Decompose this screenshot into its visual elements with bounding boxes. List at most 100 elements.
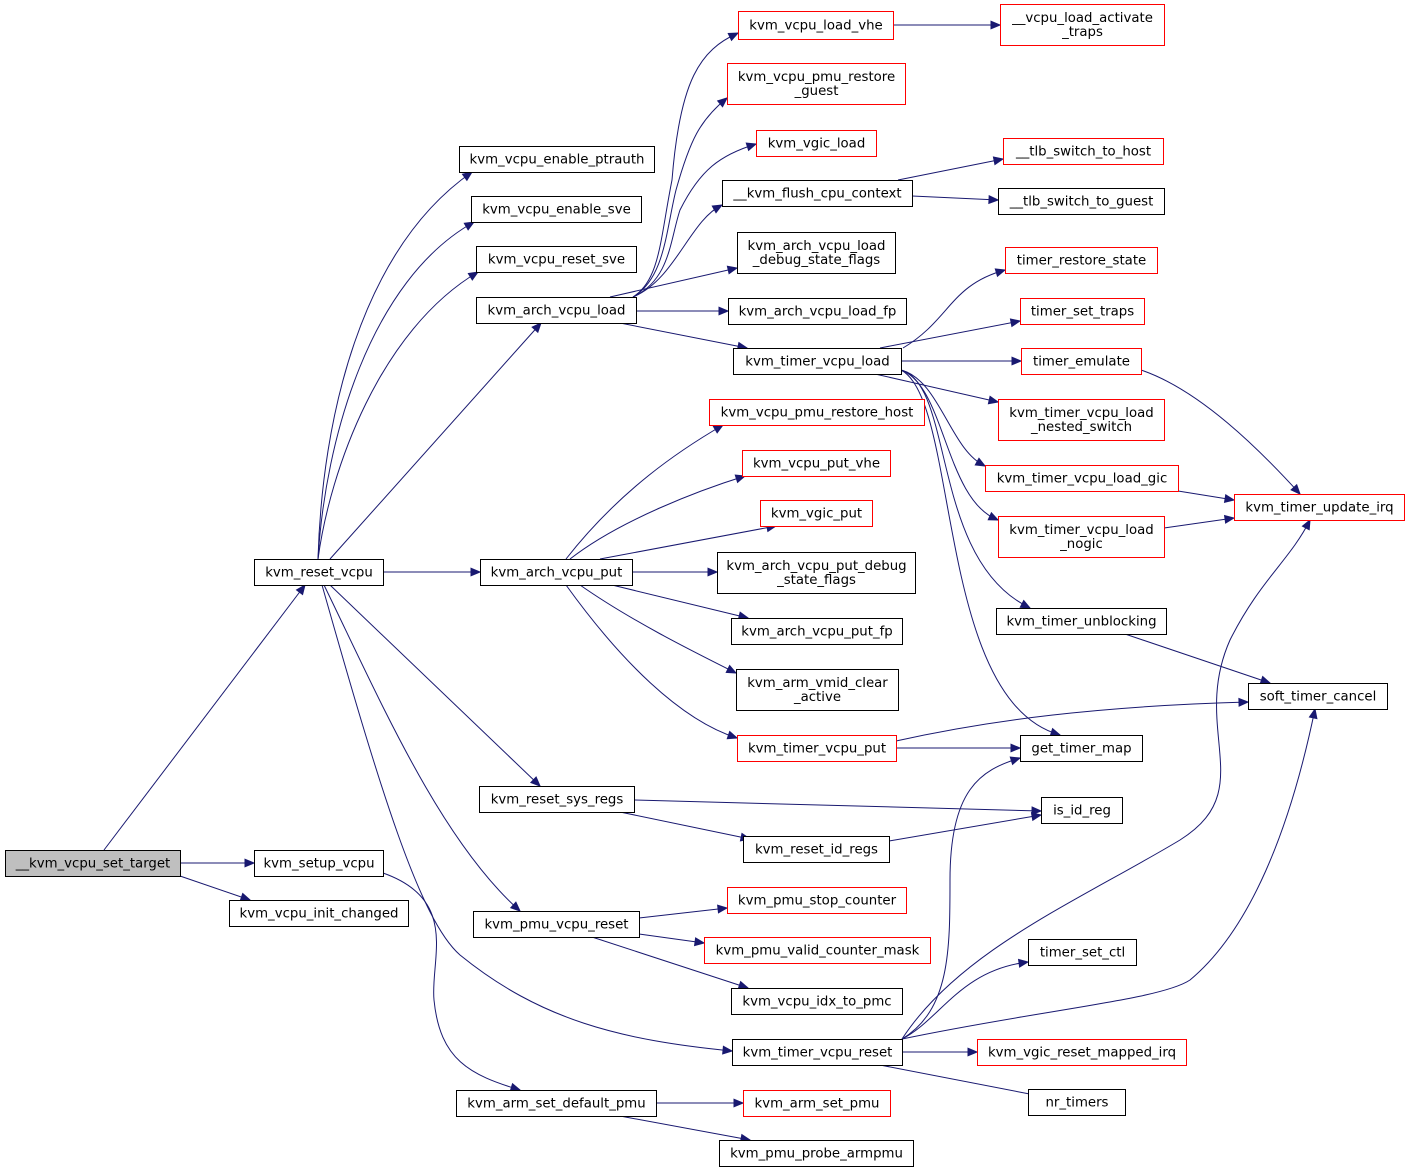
edge-arrowhead [722,1045,734,1055]
node-reset-vcpu[interactable]: kvm_reset_vcpu [254,559,384,586]
node-box [737,232,896,274]
edge-arch_load-to-pmu_restore_guest [632,97,728,298]
node-arm-set-pmu[interactable]: kvm_arm_set_pmu [743,1090,891,1117]
node-label: __tlb_switch_to_guest [1009,195,1154,210]
node-label: timer_set_ctl [1040,946,1125,961]
node-reset-sve[interactable]: kvm_vcpu_reset_sve [476,246,637,273]
node-timer-reset[interactable]: kvm_timer_vcpu_reset [732,1039,903,1066]
node-tlb-host[interactable]: __tlb_switch_to_host [1003,138,1164,165]
node-put-debug[interactable]: kvm_arch_vcpu_put_debug_state_flags [717,552,916,594]
edge-reset_vcpu-to-enable_ptrauth [317,171,473,560]
edge-arrowhead [1031,806,1043,816]
edge-arch_put-to-timer_put [565,584,738,739]
node-pmu-restore-host[interactable]: kvm_vcpu_pmu_restore_host [709,399,925,426]
node-pmu-vcpu-reset[interactable]: kvm_pmu_vcpu_reset [473,911,640,938]
edge-setup_vcpu-to-set_default_pmu [382,872,521,1091]
edge-timer_load-to-timer_unblocking [900,369,1031,609]
node-arch-load[interactable]: kvm_arch_vcpu_load [476,297,637,324]
node-box [471,196,642,223]
edge-arch_load-to-flush_cpu [632,204,723,298]
node-box [727,887,907,914]
node-box [737,735,897,762]
node-pmu-valid[interactable]: kvm_pmu_valid_counter_mask [704,937,931,964]
node-label: kvm_arch_vcpu_put_fp [741,625,892,640]
node-tlb-guest[interactable]: __tlb_switch_to_guest [998,188,1165,215]
node-flush-cpu[interactable]: __kvm_flush_cpu_context [722,180,913,207]
edge-arrowhead [531,322,542,334]
edge-reset_vcpu-to-timer_reset [321,584,733,1052]
node-load-nogic[interactable]: kvm_timer_vcpu_load_nogic [998,516,1165,558]
node-load-gic[interactable]: kvm_timer_vcpu_load_gic [985,465,1179,492]
node-is-id-reg[interactable]: is_id_reg [1041,797,1123,824]
node-pmu-restore-guest[interactable]: kvm_vcpu_pmu_restore_guest [727,63,906,105]
node-nr-timers[interactable]: nr_timers [1028,1089,1126,1116]
node-vgic-reset-irq[interactable]: kvm_vgic_reset_mapped_irq [977,1039,1187,1066]
node-box [1020,298,1145,325]
node-timer-put[interactable]: kvm_timer_vcpu_put [737,735,897,762]
node-label: kvm_reset_id_regs [755,843,878,858]
edge-arrowhead [1238,697,1250,707]
edge-arrowhead [529,776,541,787]
node-probe-armpmu[interactable]: kvm_pmu_probe_armpmu [719,1140,914,1167]
node-label: _nogic [1059,537,1103,552]
node-box [736,669,899,711]
node-timer-restore[interactable]: timer_restore_state [1005,247,1158,274]
node-timer-set-traps[interactable]: timer_set_traps [1020,298,1145,325]
node-box [1248,683,1388,710]
node-update-irq[interactable]: kvm_timer_update_irq [1234,494,1405,521]
node-box [1028,1089,1126,1116]
node-timer-unblocking[interactable]: kvm_timer_unblocking [996,608,1167,635]
node-setup-vcpu[interactable]: kvm_setup_vcpu [254,850,384,877]
node-timer-emulate[interactable]: timer_emulate [1021,348,1142,375]
node-label: kvm_arch_vcpu_put_debug [726,559,906,574]
node-label: kvm_pmu_valid_counter_mask [716,944,920,959]
node-arch-put[interactable]: kvm_arch_vcpu_put [480,559,633,586]
node-soft-timer-cancel[interactable]: soft_timer_cancel [1248,683,1388,710]
edge-reset_vcpu-to-reset_sys_regs [329,584,541,787]
node-box [1041,797,1123,824]
node-reset-sys-regs[interactable]: kvm_reset_sys_regs [479,786,635,813]
node-label: soft_timer_cancel [1260,690,1377,705]
node-enable-sve[interactable]: kvm_vcpu_enable_sve [471,196,642,223]
node-reset-id-regs[interactable]: kvm_reset_id_regs [743,836,890,863]
edge-timer_load-to-timer_restore [902,269,1006,349]
edge-timer_load-to-timer_set_traps [879,320,1021,349]
node-box [719,1140,914,1167]
edge-arrowhead [726,265,739,275]
node-box [728,298,907,325]
node-box [473,911,640,938]
edge-arch_load-to-timer_load [619,322,748,349]
node-vgic-load[interactable]: kvm_vgic_load [756,130,877,157]
node-timer-load[interactable]: kvm_timer_vcpu_load [733,348,902,375]
edge-pmu_vcpu_reset-to-pmu_stop [638,907,728,919]
node-init-changed[interactable]: kvm_vcpu_init_changed [229,900,409,927]
edge-timer_reset-to-timer_set_ctl [901,961,1029,1040]
node-box [760,500,873,527]
edge-timer_load-to-get_timer_map [900,369,1061,736]
node-activate-traps[interactable]: __vcpu_load_activate_traps [1000,4,1165,46]
node-load-fp[interactable]: kvm_arch_vcpu_load_fp [728,298,907,325]
node-set-default-pmu[interactable]: kvm_arm_set_default_pmu [456,1090,657,1117]
edge-arrowhead [693,937,706,947]
node-enable-ptrauth[interactable]: kvm_vcpu_enable_ptrauth [459,146,655,173]
node-box [456,1090,657,1117]
node-load-vhe[interactable]: kvm_vcpu_load_vhe [738,11,894,40]
node-put-vhe[interactable]: kvm_vcpu_put_vhe [742,450,891,477]
node-vgic-put[interactable]: kvm_vgic_put [760,500,873,527]
node-box [5,850,181,877]
node-pmu-stop[interactable]: kvm_pmu_stop_counter [727,887,907,914]
edge-arrowhead [1019,599,1032,609]
node-load-nested[interactable]: kvm_timer_vcpu_load_nested_switch [998,399,1165,441]
node-put-fp[interactable]: kvm_arch_vcpu_put_fp [731,618,903,645]
node-timer-set-ctl[interactable]: timer_set_ctl [1028,939,1137,966]
node-load-debug[interactable]: kvm_arch_vcpu_load_debug_state_flags [737,232,896,274]
node-get-timer-map[interactable]: get_timer_map [1020,735,1143,762]
edge-arrowhead [712,424,725,434]
node-label: nr_timers [1046,1096,1109,1111]
node-label: _nested_switch [1030,420,1132,435]
node-vmid-clear[interactable]: kvm_arm_vmid_clear_active [736,669,899,711]
node-root[interactable]: __kvm_vcpu_set_target [5,850,181,877]
edge-arrowhead [509,901,521,912]
node-idx-to-pmc[interactable]: kvm_vcpu_idx_to_pmc [731,988,903,1015]
node-label: kvm_timer_vcpu_load [1009,406,1153,421]
